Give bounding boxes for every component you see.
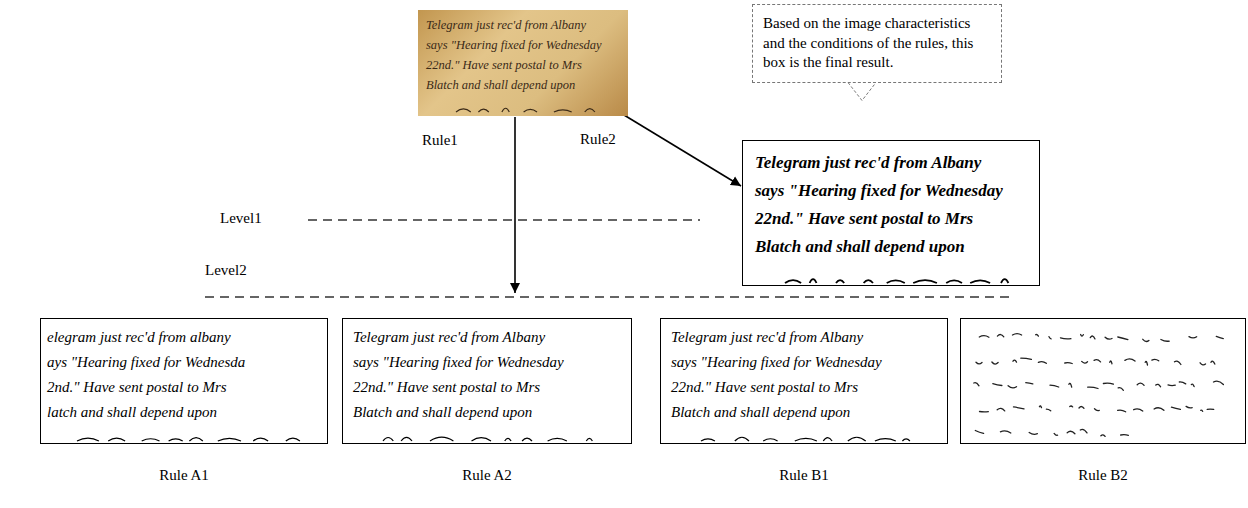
handwriting-stroke (77, 438, 300, 441)
level-divider (308, 219, 700, 220)
handwritten-line: Telegram just rec'd from Albany (671, 325, 863, 350)
cut-off-handwriting (661, 427, 947, 443)
rule-caption: Rule A1 (41, 467, 327, 484)
rule-result-box: Rule B2 (960, 318, 1246, 444)
handwritten-line: Blatch and shall depend upon (353, 400, 532, 425)
handwritten-line: Blatch and shall depend upon (671, 400, 850, 425)
handwriting-stroke (701, 437, 910, 441)
handwritten-line: 22nd." Have sent postal to Mrs (755, 205, 973, 233)
handwritten-line: 2nd." Have sent postal to Mrs (47, 375, 227, 400)
handwritten-line: Telegram just rec'd from Albany (353, 325, 545, 350)
arrow-label: Rule1 (420, 132, 460, 149)
handwritten-line: Telegram just rec'd from Albany (755, 149, 981, 177)
fragmented-handwriting (961, 319, 1245, 443)
handwritten-line: Blatch and shall depend upon (755, 233, 965, 261)
rule-caption: Rule A2 (343, 467, 631, 484)
handwritten-line: Blatch and shall depend upon (426, 75, 575, 95)
cut-off-handwriting (343, 427, 631, 443)
rule-result-box: elegram just rec'd from albanyays "Heari… (40, 318, 328, 444)
rule-arrow (514, 117, 516, 293)
rule-result-box: Telegram just rec'd from Albanysays "Hea… (660, 318, 948, 444)
cut-off-handwriting (743, 263, 1039, 285)
rule-caption: Rule B2 (961, 467, 1245, 484)
handwritten-line: says "Hearing fixed for Wednesday (671, 350, 882, 375)
level-label: Level2 (203, 262, 249, 279)
handwritten-line: elegram just rec'd from albany (47, 325, 231, 350)
handwritten-line: 22nd." Have sent postal to Mrs (426, 55, 582, 75)
handwritten-line: 22nd." Have sent postal to Mrs (353, 375, 540, 400)
arrow-label: Rule2 (578, 131, 618, 148)
rule-arrow (624, 115, 741, 186)
handwritten-line: Telegram just rec'd from Albany (426, 15, 586, 35)
callout-note: Based on the image characteristics and t… (752, 4, 1002, 83)
level-label: Level1 (218, 210, 264, 227)
handwritten-line: says "Hearing fixed for Wednesday (353, 350, 564, 375)
handwriting-fragment (974, 334, 1224, 437)
callout-text: Based on the image characteristics and t… (763, 14, 991, 73)
handwritten-line: 22nd." Have sent postal to Mrs (671, 375, 858, 400)
rule-caption: Rule B1 (661, 467, 947, 484)
cut-off-handwriting (418, 97, 626, 114)
handwritten-line: says "Hearing fixed for Wednesday (426, 35, 602, 55)
callout-pointer (848, 83, 876, 101)
handwriting-stroke (456, 108, 595, 112)
rule-result-box: Telegram just rec'd from Albanysays "Hea… (342, 318, 632, 444)
handwritten-line: ays "Hearing fixed for Wednesda (47, 350, 245, 375)
handwriting-stroke (785, 279, 1008, 283)
final-result-box: Telegram just rec'd from Albanysays "Hea… (742, 140, 1040, 286)
cut-off-handwriting (41, 427, 327, 443)
level-divider (205, 296, 1015, 297)
handwriting-stroke (383, 437, 592, 441)
handwritten-line: latch and shall depend upon (47, 400, 217, 425)
source-document: Telegram just rec'd from Albanysays "Hea… (418, 10, 628, 116)
handwritten-line: says "Hearing fixed for Wednesday (755, 177, 1003, 205)
